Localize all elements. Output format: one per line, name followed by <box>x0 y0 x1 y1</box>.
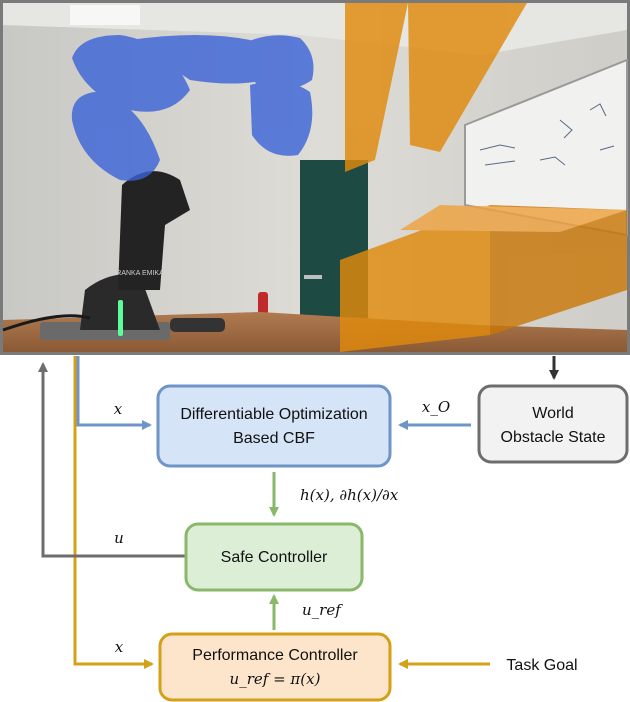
robot-status-light <box>118 300 123 336</box>
edge-state-to-cbf <box>76 356 152 430</box>
obstacle-beam <box>408 3 527 152</box>
performance-controller-block <box>158 632 392 702</box>
safe-controller-block <box>184 522 364 592</box>
task-goal-label: Task Goal <box>506 657 577 674</box>
performance-controller-label: Performance Controller <box>192 647 358 664</box>
fire-extinguisher <box>258 292 268 316</box>
robot-cable <box>2 314 91 332</box>
world-obstacle-block <box>477 384 629 464</box>
edge-state-to-perf <box>73 356 154 669</box>
edge-label-h: h(x), ∂h(x)/∂x <box>300 486 399 504</box>
obstacle-box-side <box>490 205 627 335</box>
safe-controller-label: Safe Controller <box>221 549 328 566</box>
edge-safe-to-robot <box>38 362 186 558</box>
cbf-block <box>156 384 392 468</box>
edge-label-x-perf: x <box>115 638 124 656</box>
edge-label-uref: u_ref <box>302 601 343 619</box>
overlay-link-1 <box>71 92 160 181</box>
robot-scene-photo: FRANKA EMIKA <box>0 0 630 355</box>
obstacle-box-front <box>340 205 490 352</box>
world-block-line1: World <box>532 405 574 422</box>
edge-label-x-cbf: x <box>114 400 123 418</box>
door-handle <box>304 275 322 279</box>
edge-label-xO: x_O <box>422 398 450 416</box>
robot-brand: FRANKA EMIKA <box>112 270 164 277</box>
obstacle-pillar <box>345 3 408 172</box>
overlay-elbow <box>240 35 314 91</box>
edge-label-u: u <box>114 529 124 547</box>
obstacle-overlays <box>340 3 627 352</box>
robot-overlay <box>71 35 314 181</box>
world-block-line2: Obstacle State <box>501 429 606 446</box>
tool-clamp <box>170 318 225 332</box>
whiteboard-scribbles <box>479 103 615 166</box>
performance-controller-equation: u_ref = π(x) <box>230 670 321 688</box>
cbf-block-line2: Based CBF <box>233 430 315 447</box>
ceiling-light <box>70 5 140 25</box>
robot-link-lower <box>118 171 190 290</box>
overlay-link-3 <box>130 35 274 84</box>
robot-arm: FRANKA EMIKA <box>2 171 225 340</box>
overlay-wrist <box>250 81 313 156</box>
cbf-block-line1: Differentiable Optimization <box>180 406 367 423</box>
obstacle-box-top <box>400 205 627 232</box>
